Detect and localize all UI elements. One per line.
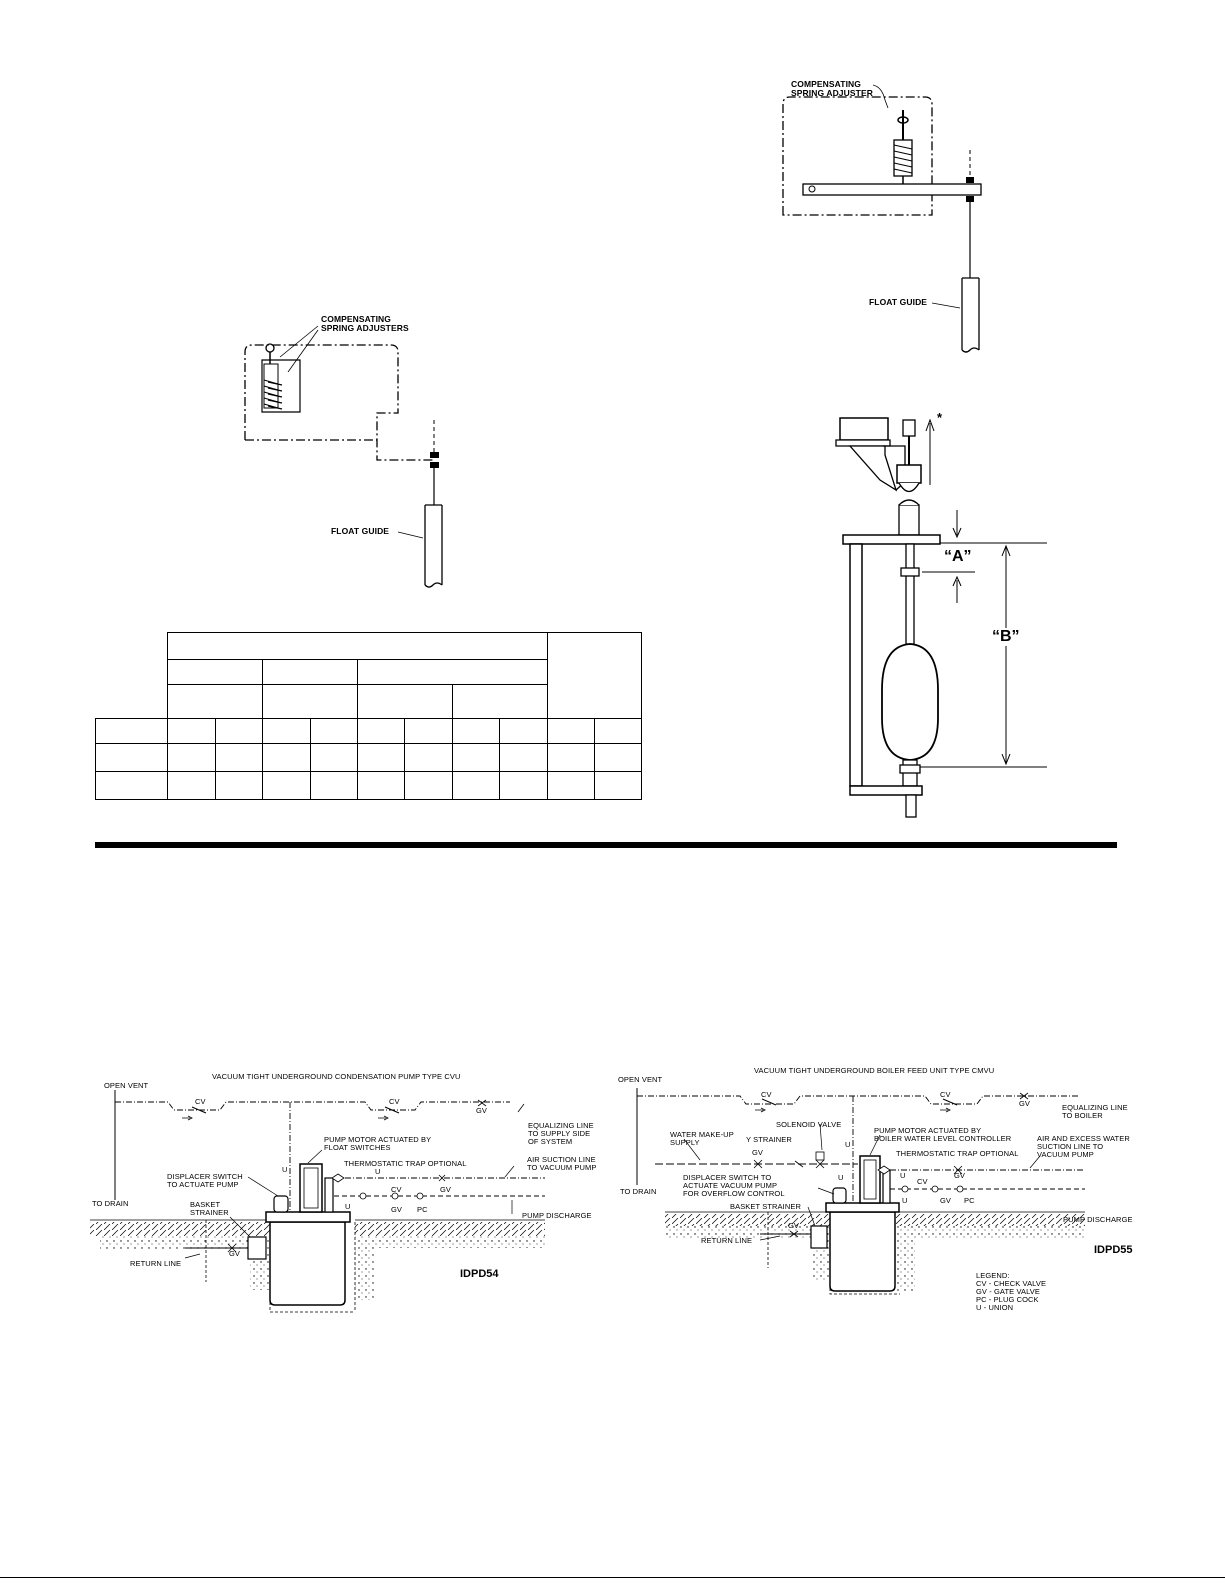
pump-motor-line-2: FLOAT SWITCHES — [324, 1143, 391, 1152]
callout-line-2: SPRING ADJUSTER — [791, 88, 873, 98]
gv-label: GV — [229, 1249, 241, 1258]
page-bottom-rule — [0, 1577, 1225, 1578]
figure-id: IDPD54 — [460, 1268, 499, 1280]
union-label: U — [375, 1167, 381, 1176]
callout-line-1: COMPENSATING — [791, 79, 861, 89]
cv-label: CV — [195, 1097, 206, 1106]
basket-line-1: BASKET — [190, 1200, 221, 1209]
cv-label: CV — [761, 1090, 772, 1099]
cv-label: CV — [940, 1090, 951, 1099]
table-header-row — [96, 632, 642, 719]
gv-label: GV — [476, 1106, 488, 1115]
pc-label: PC — [417, 1205, 428, 1214]
spec-table — [95, 632, 642, 800]
asterisk-note: * — [937, 410, 943, 425]
legend-item: GV - GATE VALVE — [976, 1287, 1041, 1296]
displacer-line-2: TO ACTUATE PUMP — [167, 1180, 239, 1189]
basket-strainer-label: BASKET STRAINER — [730, 1202, 801, 1211]
table-header-cell — [262, 684, 358, 719]
legend-item: CV - CHECK VALVE — [976, 1279, 1047, 1288]
gv-label: GV — [788, 1221, 800, 1230]
callout-line-2: SPRING ADJUSTERS — [321, 323, 409, 333]
union-label: U — [845, 1140, 851, 1149]
table-header-cell — [262, 659, 358, 685]
dimension-b-label: “B” — [990, 628, 1022, 646]
open-vent-label: OPEN VENT — [104, 1081, 149, 1090]
figure-id: IDPD55 — [1094, 1244, 1133, 1256]
equalizing-line-1: EQUALIZING LINE — [528, 1121, 594, 1130]
basket-line-2: STRAINER — [190, 1208, 229, 1217]
return-line-label: RETURN LINE — [701, 1236, 753, 1245]
displacer-line-2: ACTUATE VACUUM PUMP — [683, 1181, 778, 1190]
dimension-a-label: “A” — [944, 548, 972, 565]
pump-motor-line-1: PUMP MOTOR ACTUATED BY — [324, 1135, 432, 1144]
equalizing-line-3: OF SYSTEM — [528, 1137, 573, 1146]
pump-motor-line-1: PUMP MOTOR ACTUATED BY — [874, 1126, 982, 1135]
air-excess-line-2: SUCTION LINE TO — [1037, 1142, 1104, 1151]
float-guide-label: FLOAT GUIDE — [869, 297, 928, 307]
thermostatic-trap-label: THERMOSTATIC TRAP OPTIONAL — [896, 1149, 1019, 1158]
legend-title: LEGEND: — [976, 1271, 1010, 1280]
legend-item: U - UNION — [976, 1303, 1014, 1312]
cv-label: CV — [391, 1185, 402, 1194]
legend: LEGEND: CV - CHECK VALVE GV - GATE VALVE… — [976, 1272, 1046, 1312]
pc-label: PC — [964, 1196, 975, 1205]
table-header-cell — [167, 632, 548, 660]
displacer-line-1: DISPLACER SWITCH — [167, 1172, 243, 1181]
cv-label: CV — [389, 1097, 400, 1106]
union-label: U — [345, 1202, 351, 1211]
air-suction-line-2: TO VACUUM PUMP — [527, 1163, 597, 1172]
to-drain-label: TO DRAIN — [620, 1187, 657, 1196]
equalizing-line-1: EQUALIZING LINE — [1062, 1103, 1128, 1112]
union-label: U — [838, 1173, 844, 1182]
open-vent-label: OPEN VENT — [618, 1075, 663, 1084]
cmvu-title: VACUUM TIGHT UNDERGROUND BOILER FEED UNI… — [754, 1066, 995, 1075]
pump-discharge-label: PUMP DISCHARGE — [522, 1211, 592, 1220]
displacer-line-3: FOR OVERFLOW CONTROL — [683, 1189, 785, 1198]
displacer-line-1: DISPLACER SWITCH TO — [683, 1173, 772, 1182]
air-suction-line-1: AIR SUCTION LINE — [527, 1155, 596, 1164]
pump-motor-line-2: BOILER WATER LEVEL CONTROLLER — [874, 1134, 1012, 1143]
cv-label: CV — [917, 1177, 928, 1186]
gv-label: GV — [752, 1148, 764, 1157]
gv-label: GV — [440, 1185, 452, 1194]
water-makeup-line-2: SUPPLY — [670, 1138, 700, 1147]
table-header-cell — [547, 632, 642, 719]
float-guide-label: FLOAT GUIDE — [331, 526, 390, 536]
cvu-title: VACUUM TIGHT UNDERGROUND CONDENSATION PU… — [212, 1072, 461, 1081]
equalizing-line-2: TO BOILER — [1062, 1111, 1103, 1120]
air-excess-line-1: AIR AND EXCESS WATER — [1037, 1134, 1130, 1143]
table-row — [95, 743, 642, 772]
table-header-row — [96, 659, 642, 685]
gv-label: GV — [1019, 1099, 1031, 1108]
solenoid-valve-label: SOLENOID VALVE — [776, 1120, 842, 1129]
table-header-cell — [167, 684, 263, 719]
gv-label: GV — [391, 1205, 403, 1214]
legend-item: PC - PLUG COCK — [976, 1295, 1039, 1304]
gv-label: GV — [940, 1196, 952, 1205]
callout-line-1: COMPENSATING — [321, 314, 391, 324]
equalizing-line-2: TO SUPPLY SIDE — [528, 1129, 591, 1138]
to-drain-label: TO DRAIN — [92, 1199, 129, 1208]
gv-label: GV — [954, 1171, 966, 1180]
air-excess-line-3: VACUUM PUMP — [1037, 1150, 1094, 1159]
y-strainer-label: Y STRAINER — [746, 1135, 792, 1144]
union-label: U — [900, 1171, 906, 1180]
union-label: U — [902, 1196, 908, 1205]
return-line-label: RETURN LINE — [130, 1259, 182, 1268]
water-makeup-line-1: WATER MAKE-UP — [670, 1130, 734, 1139]
section-divider — [95, 842, 1117, 848]
thermostatic-trap-label: THERMOSTATIC TRAP OPTIONAL — [344, 1159, 467, 1168]
pump-discharge-label: PUMP DISCHARGE — [1063, 1215, 1133, 1224]
union-label: U — [282, 1165, 288, 1174]
table-row — [95, 771, 642, 800]
